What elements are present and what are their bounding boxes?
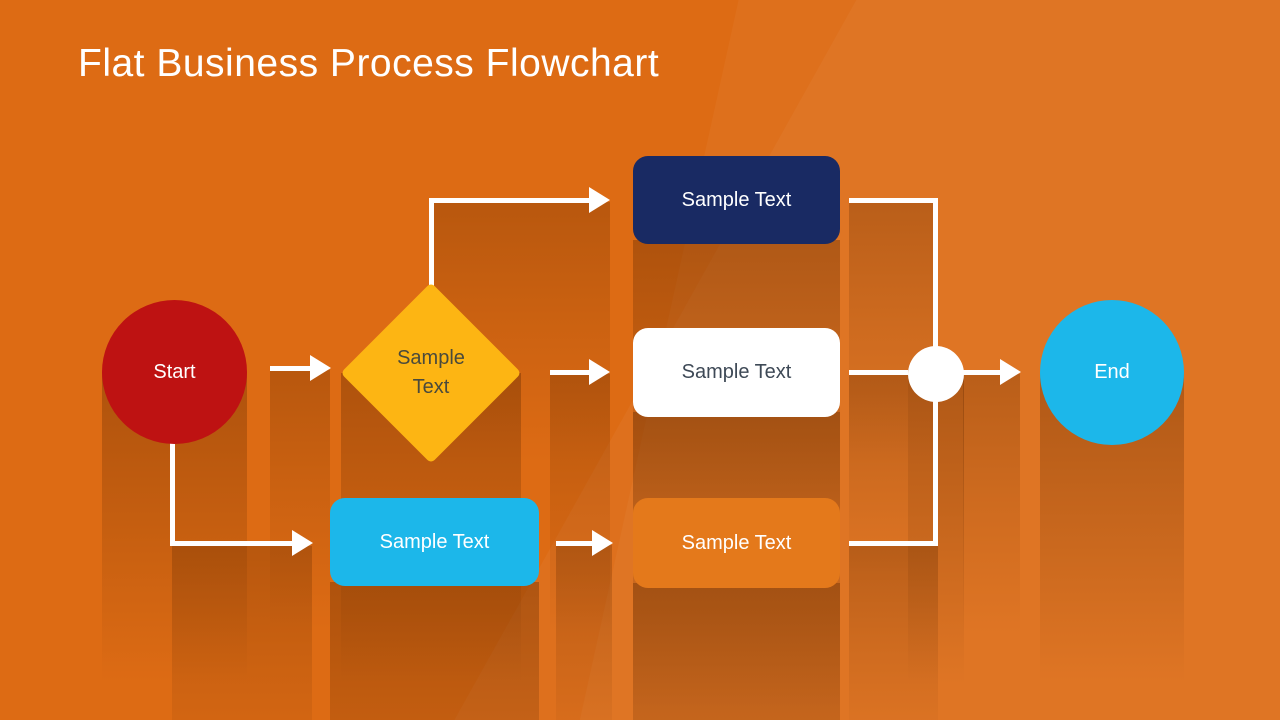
edge-top-to-merge-horizontal-line <box>849 198 938 203</box>
node-process-middle: Sample Text <box>633 328 840 417</box>
process-bottom-shadow <box>633 583 840 720</box>
node-process-bottom: Sample Text <box>633 498 840 588</box>
node-process-top-label: Sample Text <box>681 188 792 211</box>
edge-merge-to-end-line <box>963 370 1000 375</box>
down-path-shadow <box>172 546 312 720</box>
edge-decision-to-top-horizontal-line <box>429 198 589 203</box>
edge-start-to-decision-line <box>270 366 310 371</box>
edge-start-to-decision-arrowhead-icon <box>310 355 331 381</box>
edge-top-to-merge-vertical-line <box>933 198 938 350</box>
bottom-merge-line-shadow <box>849 546 938 720</box>
node-process-top: Sample Text <box>633 156 840 244</box>
edge-decision-to-middle-line <box>550 370 589 375</box>
node-decision-label: Sample Text <box>397 347 465 398</box>
node-start: Start <box>102 300 247 444</box>
start-arrow-shadow <box>270 370 330 630</box>
node-start-label: Start <box>153 360 196 383</box>
node-process-middle-label: Sample Text <box>681 361 792 383</box>
edge-start-down-horizontal-line <box>170 541 292 546</box>
edge-bottom-left-to-bottom-line <box>556 541 592 546</box>
edge-start-to-bottom-left-arrowhead-icon <box>292 530 313 556</box>
process-bottom-left-shadow <box>330 582 539 720</box>
node-process-bottom-label: Sample Text <box>681 531 792 554</box>
edge-decision-to-top-arrowhead-icon <box>589 187 610 213</box>
node-merge-connector <box>908 346 964 402</box>
middle-merge-line-shadow <box>849 374 908 574</box>
end-arrow-shadow <box>963 374 1020 634</box>
edge-middle-to-merge-line <box>849 370 908 375</box>
edge-bottom-to-merge-vertical-line <box>933 398 938 546</box>
edge-decision-to-top-vertical-line <box>429 198 434 288</box>
bottom-arrow-shadow <box>556 545 612 720</box>
slide-title: Flat Business Process Flowchart <box>78 42 660 85</box>
edge-bottom-left-to-bottom-arrowhead-icon <box>592 530 613 556</box>
edge-decision-to-middle-arrowhead-icon <box>589 359 610 385</box>
edge-bottom-to-merge-horizontal-line <box>849 541 938 546</box>
edge-start-down-vertical-line <box>170 438 175 546</box>
node-process-bottom-left-label: Sample Text <box>379 530 490 553</box>
top-merge-line-shadow <box>849 202 938 462</box>
edge-merge-to-end-arrowhead-icon <box>1000 359 1021 385</box>
decision-arrow-shadow <box>550 374 610 634</box>
node-end: End <box>1040 300 1184 445</box>
node-process-bottom-left: Sample Text <box>330 498 539 586</box>
node-end-label: End <box>1094 361 1130 383</box>
